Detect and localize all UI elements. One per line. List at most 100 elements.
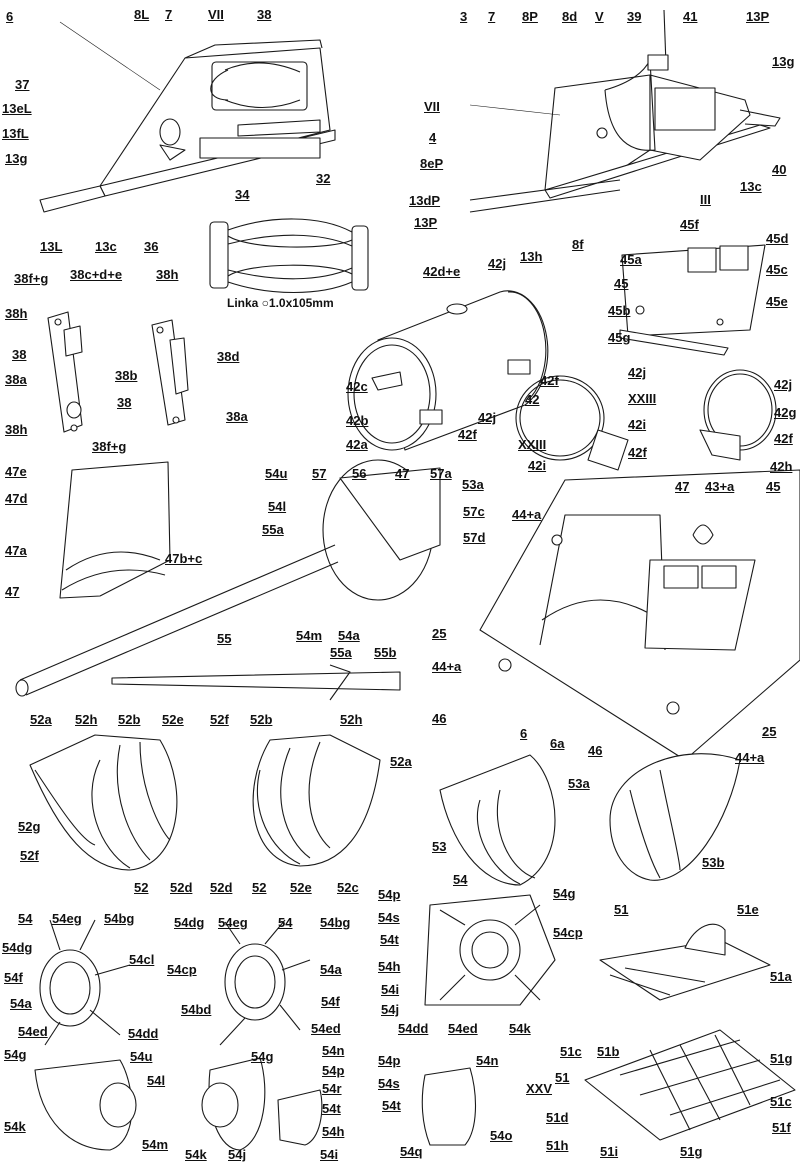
plate-47-drawing bbox=[59, 461, 171, 599]
label-54n-cushion: 54n bbox=[476, 1053, 499, 1068]
label-38b: 38b bbox=[115, 368, 138, 383]
label-6a: 6a bbox=[550, 736, 565, 751]
hull-side-right-drawing bbox=[469, 9, 781, 213]
label-54m: 54m bbox=[296, 628, 323, 643]
label-13P-lower: 13P bbox=[414, 215, 438, 230]
label-54ed: 54ed bbox=[448, 1021, 478, 1036]
label-32: 32 bbox=[316, 171, 331, 186]
label-54g-bottom: 54g bbox=[4, 1047, 27, 1062]
label-54a: 54a bbox=[338, 628, 360, 643]
label-54dd-ring-left: 54dd bbox=[128, 1026, 159, 1041]
wire-rope-drawing bbox=[209, 218, 369, 294]
ring-54-right-drawing bbox=[219, 919, 311, 1046]
label-54t: 54t bbox=[380, 932, 399, 947]
shell-53-drawing bbox=[439, 753, 741, 886]
label-36: 36 bbox=[144, 239, 159, 254]
label-54a-ring-right: 54a bbox=[320, 962, 342, 977]
label-54s-cushion: 54s bbox=[378, 1076, 400, 1091]
label-42f-ring: 42f bbox=[628, 445, 647, 460]
label-54f: 54f bbox=[4, 970, 23, 985]
label-57a: 57a bbox=[430, 466, 452, 481]
label-54j-bottom: 54j bbox=[228, 1147, 247, 1162]
label-52d-right: 52d bbox=[210, 880, 233, 895]
label-46: 46 bbox=[432, 711, 447, 726]
label-13L: 13L bbox=[40, 239, 63, 254]
label-XXIII-lower: XXIII bbox=[518, 437, 547, 452]
label-41: 41 bbox=[683, 9, 698, 24]
label-54g-bottom-right: 54g bbox=[251, 1049, 274, 1064]
label-7b: 7 bbox=[488, 9, 496, 24]
label-38f-g-lower: 38f+g bbox=[92, 439, 127, 454]
label-54s: 54s bbox=[378, 910, 400, 925]
label-38-right: 38 bbox=[117, 395, 132, 410]
wire-rope-caption: Linka ○1.0x105mm bbox=[227, 296, 334, 310]
box-45-drawing bbox=[619, 244, 766, 356]
label-VII: VII bbox=[208, 7, 224, 22]
label-55b: 55b bbox=[374, 645, 397, 660]
label-7: 7 bbox=[165, 7, 173, 22]
rings-42j-drawing bbox=[515, 369, 777, 471]
label-53: 53 bbox=[432, 839, 447, 854]
label-42j-lower: 42j bbox=[478, 410, 497, 425]
label-54h: 54h bbox=[378, 959, 401, 974]
label-38: 38 bbox=[257, 7, 272, 22]
label-54eg: 54eg bbox=[52, 911, 82, 926]
label-38a-right: 38a bbox=[226, 409, 248, 424]
hub-54-drawing bbox=[424, 894, 556, 1006]
cushion-54p-drawing bbox=[421, 1067, 476, 1146]
label-54cp: 54cp bbox=[553, 925, 583, 940]
label-51g-lower: 51g bbox=[680, 1144, 703, 1159]
label-3: 3 bbox=[460, 9, 468, 24]
label-43-a: 43+a bbox=[705, 479, 735, 494]
label-6: 6 bbox=[6, 9, 14, 24]
part-54-bottom-drawing bbox=[34, 1057, 323, 1151]
label-47: 47 bbox=[5, 584, 20, 599]
label-42: 42 bbox=[525, 392, 540, 407]
label-45: 45 bbox=[614, 276, 629, 291]
label-38c-d-e: 38c+d+e bbox=[70, 267, 123, 282]
label-8f: 8f bbox=[572, 237, 584, 252]
label-52f: 52f bbox=[20, 848, 39, 863]
label-52f-right: 52f bbox=[210, 712, 229, 727]
label-52a: 52a bbox=[30, 712, 52, 727]
label-54ed-ring-right: 54ed bbox=[311, 1021, 341, 1036]
label-57c: 57c bbox=[463, 504, 485, 519]
label-38f-g: 38f+g bbox=[14, 271, 49, 286]
label-47b-c: 47b+c bbox=[165, 551, 203, 566]
label-8eP: 8eP bbox=[420, 156, 444, 171]
label-51c: 51c bbox=[560, 1044, 582, 1059]
label-42i-lower: 42i bbox=[528, 458, 547, 473]
label-53a-shell: 53a bbox=[568, 776, 590, 791]
label-54ed-ring-left: 54ed bbox=[18, 1024, 48, 1039]
label-47a: 47a bbox=[5, 543, 27, 558]
label-47d: 47d bbox=[5, 491, 28, 506]
label-45-plate: 45 bbox=[766, 479, 781, 494]
label-51-top: 51 bbox=[614, 902, 629, 917]
label-54cp-ring-right: 54cp bbox=[167, 962, 197, 977]
label-54-ring-right: 54 bbox=[278, 915, 293, 930]
label-8L: 8L bbox=[134, 7, 150, 22]
label-54l-bottom: 54l bbox=[147, 1073, 166, 1088]
label-25-right: 25 bbox=[762, 724, 777, 739]
label-45d: 45d bbox=[766, 231, 789, 246]
label-39: 39 bbox=[627, 9, 642, 24]
label-13h: 13h bbox=[520, 249, 543, 264]
label-42f-lower: 42f bbox=[458, 427, 477, 442]
label-V: V bbox=[595, 9, 604, 24]
label-54cl: 54cl bbox=[129, 952, 155, 967]
label-4: 4 bbox=[429, 130, 437, 145]
label-13c: 13c bbox=[95, 239, 117, 254]
label-54bg: 54bg bbox=[104, 911, 135, 926]
label-42b: 42b bbox=[346, 413, 369, 428]
label-42f-ring-right: 42f bbox=[774, 431, 793, 446]
label-53b: 53b bbox=[702, 855, 725, 870]
label-44-a: 44+a bbox=[512, 507, 542, 522]
label-54t-cushion: 54t bbox=[382, 1098, 401, 1113]
label-54a-ring-left: 54a bbox=[10, 996, 32, 1011]
label-8d: 8d bbox=[562, 9, 578, 24]
label-54m-bottom: 54m bbox=[142, 1137, 169, 1152]
label-54i-bottom: 54i bbox=[320, 1147, 339, 1162]
label-46-lower: 46 bbox=[588, 743, 603, 758]
label-45a: 45a bbox=[620, 252, 642, 267]
label-54i: 54i bbox=[381, 982, 400, 997]
